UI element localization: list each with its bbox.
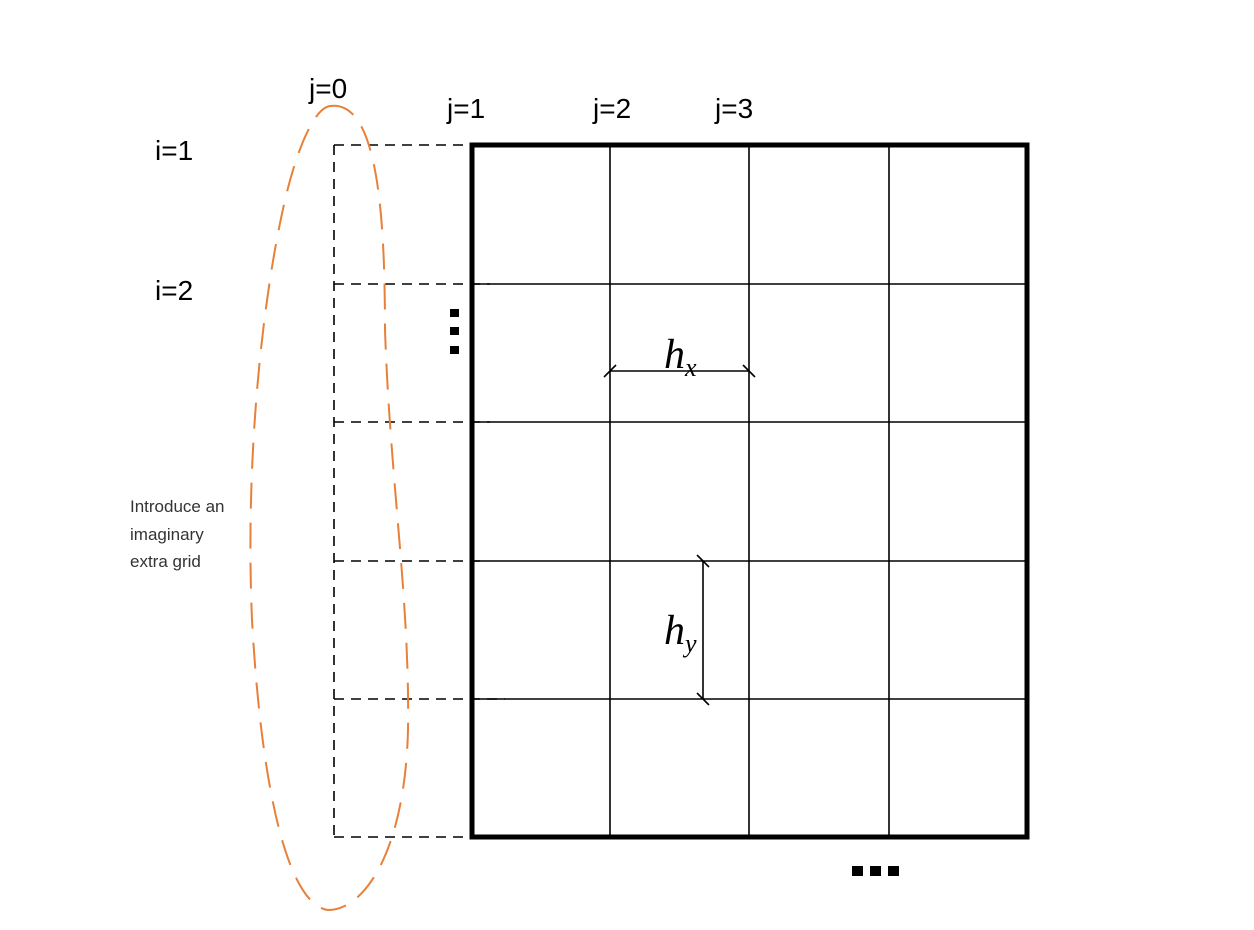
grid-boundary (469, 142, 1030, 840)
horizontal-ellipsis-icon (852, 866, 899, 876)
grid-inner-lines (472, 145, 1027, 837)
hx-label: hx (664, 332, 697, 382)
imaginary-grid-note-line2: imaginary (130, 525, 204, 544)
hy-dimension-marker (696, 554, 710, 706)
vertical-ellipsis-icon (450, 309, 459, 354)
column-label-j2: j=2 (592, 93, 631, 124)
column-label-j3: j=3 (714, 93, 753, 124)
hy-label-base: h (664, 608, 685, 654)
column-label-j1: j=1 (446, 93, 485, 124)
imaginary-column (333, 144, 505, 838)
column-label-j0: j=0 (308, 73, 347, 104)
hx-label-sub: x (684, 353, 697, 382)
hx-dimension-marker (603, 364, 756, 378)
hy-label-sub: y (682, 629, 697, 658)
hx-label-base: h (664, 332, 685, 378)
row-label-i1: i=1 (155, 135, 193, 166)
highlight-ellipse (249, 104, 410, 912)
imaginary-grid-note-line3: extra grid (130, 552, 201, 571)
imaginary-grid-note-line1: Introduce an (130, 497, 225, 516)
row-label-i2: i=2 (155, 275, 193, 306)
hy-label: hy (664, 608, 697, 658)
